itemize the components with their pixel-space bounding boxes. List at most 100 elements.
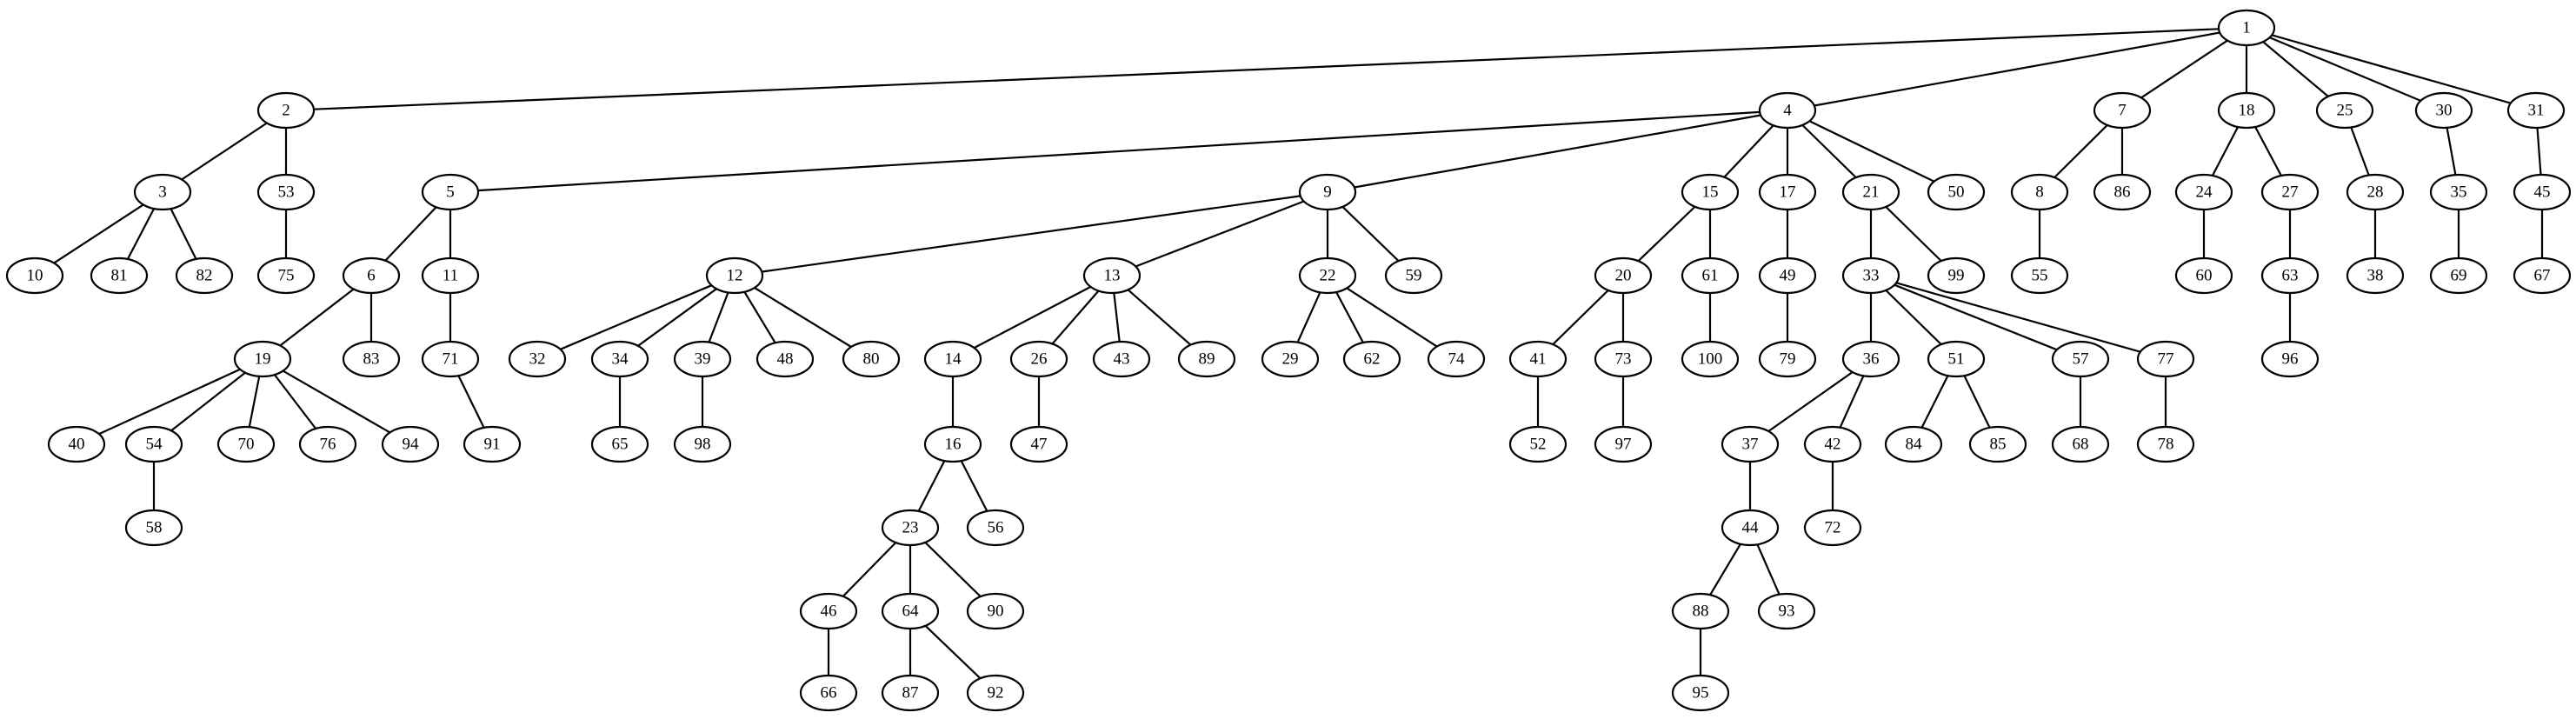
node-2: 2: [256, 91, 316, 130]
node-ellipse: [1681, 173, 1740, 211]
node-68: 68: [2051, 425, 2110, 463]
edge-33-51: [1885, 290, 1942, 345]
node-ellipse: [1342, 340, 1401, 378]
node-ellipse: [2051, 340, 2110, 378]
node-ellipse: [1841, 173, 1900, 211]
node-ellipse: [1681, 340, 1740, 378]
node-label: 26: [1031, 350, 1048, 369]
node-label: 45: [2534, 183, 2551, 202]
edge-13-43: [1113, 292, 1121, 343]
node-54: 54: [124, 425, 183, 463]
node-55: 55: [2010, 256, 2069, 295]
node-80: 80: [842, 340, 901, 378]
node-label: 16: [945, 436, 962, 454]
node-label: 94: [403, 436, 420, 454]
node-ellipse: [2346, 173, 2405, 211]
node-96: 96: [2260, 340, 2320, 378]
edge-layer: [53, 28, 2544, 679]
node-48: 48: [755, 340, 815, 378]
node-ellipse: [590, 340, 649, 378]
node-ellipse: [1298, 256, 1357, 295]
node-10: 10: [5, 256, 64, 295]
node-41: 41: [1508, 340, 1568, 378]
node-ellipse: [1758, 256, 1817, 295]
node-ellipse: [1594, 340, 1653, 378]
node-23: 23: [881, 509, 940, 547]
edge-1-25: [2262, 41, 2329, 97]
node-ellipse: [1927, 173, 1986, 211]
node-label: 10: [27, 267, 43, 285]
node-27: 27: [2260, 173, 2320, 211]
node-ellipse: [1594, 425, 1653, 463]
node-ellipse: [2051, 425, 2110, 463]
node-label: 44: [1742, 519, 1760, 537]
node-ellipse: [342, 256, 401, 295]
node-label: 89: [1199, 350, 1215, 369]
edge-4-15: [1723, 124, 1774, 178]
node-47: 47: [1009, 425, 1068, 463]
node-37: 37: [1721, 425, 1780, 463]
node-ellipse: [1884, 425, 1943, 463]
node-label: 2: [282, 102, 290, 120]
edge-16-23: [917, 460, 946, 512]
node-ellipse: [1927, 256, 1986, 295]
edge-19-76: [273, 374, 317, 429]
node-ellipse: [2010, 256, 2069, 295]
node-39: 39: [673, 340, 732, 378]
node-83: 83: [342, 340, 401, 378]
edge-7-8: [2053, 124, 2108, 178]
node-78: 78: [2136, 425, 2195, 463]
node-98: 98: [673, 425, 732, 463]
node-label: 74: [1448, 350, 1466, 369]
node-label: 95: [1693, 684, 1709, 702]
node-ellipse: [1009, 340, 1068, 378]
node-81: 81: [90, 256, 149, 295]
node-4: 4: [1758, 91, 1817, 130]
edge-13-26: [1051, 290, 1100, 345]
node-label: 48: [777, 350, 794, 369]
node-label: 52: [1530, 436, 1547, 454]
edge-12-39: [708, 292, 729, 343]
node-ellipse: [2174, 173, 2233, 211]
node-87: 87: [881, 674, 940, 712]
node-label: 63: [2282, 267, 2299, 285]
node-15: 15: [1681, 173, 1740, 211]
node-ellipse: [799, 592, 858, 630]
node-ellipse: [508, 340, 567, 378]
node-86: 86: [2093, 173, 2152, 211]
node-58: 58: [124, 509, 183, 547]
node-33: 33: [1841, 256, 1900, 295]
edge-1-7: [2140, 39, 2228, 99]
node-ellipse: [2260, 340, 2320, 378]
node-ellipse: [2315, 91, 2374, 130]
node-ellipse: [881, 509, 940, 547]
node-12: 12: [705, 256, 764, 295]
node-label: 34: [612, 350, 629, 369]
node-ellipse: [2260, 173, 2320, 211]
node-ellipse: [463, 425, 522, 463]
node-ellipse: [2506, 91, 2566, 130]
node-ellipse: [421, 173, 480, 211]
node-label: 35: [2451, 183, 2467, 202]
edge-51-84: [1920, 375, 1949, 429]
node-label: 85: [1990, 436, 2007, 454]
node-ellipse: [2513, 173, 2572, 211]
node-35: 35: [2429, 173, 2488, 211]
node-ellipse: [1508, 340, 1568, 378]
node-label: 92: [988, 684, 1004, 702]
node-ellipse: [705, 256, 764, 295]
edge-5-6: [384, 206, 437, 262]
node-ellipse: [2429, 256, 2488, 295]
node-label: 31: [2528, 102, 2545, 120]
node-56: 56: [966, 509, 1025, 547]
node-label: 12: [727, 267, 743, 285]
node-ellipse: [881, 592, 940, 630]
node-91: 91: [463, 425, 522, 463]
edge-71-91: [457, 375, 485, 429]
node-ellipse: [2260, 256, 2320, 295]
node-label: 21: [1863, 183, 1880, 202]
node-ellipse: [1758, 173, 1817, 211]
node-label: 51: [1948, 350, 1965, 369]
node-label: 6: [367, 267, 376, 285]
edge-12-34: [637, 288, 717, 347]
